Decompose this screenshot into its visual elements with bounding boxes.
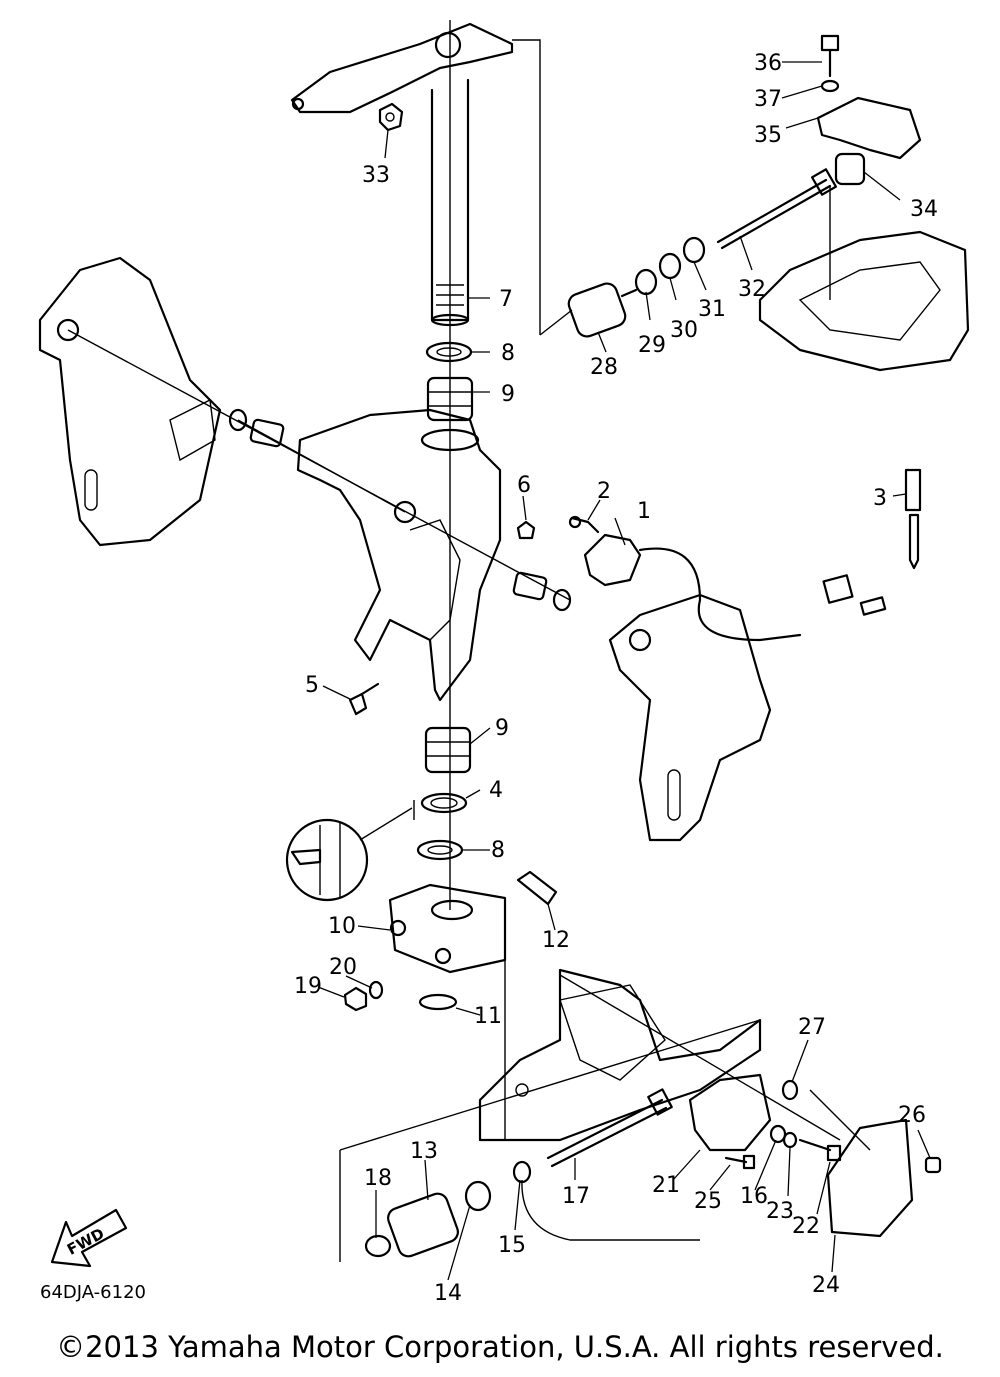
screw-26 xyxy=(924,1156,942,1174)
callout-35: 35 xyxy=(754,123,782,148)
washer-37 xyxy=(820,79,840,93)
callout-21: 21 xyxy=(652,1173,680,1198)
callout-1: 1 xyxy=(637,499,651,524)
callout-labels: 1 2 3 4 5 6 7 8 9 9 8 10 11 12 13 14 15 … xyxy=(294,51,938,1306)
bushing-9-lower xyxy=(424,726,472,774)
callout-27: 27 xyxy=(798,1015,826,1040)
callout-36: 36 xyxy=(754,51,782,76)
bolt-36 xyxy=(820,34,840,78)
lower-mount-bracket-21 xyxy=(688,1073,772,1152)
callout-28: 28 xyxy=(590,355,618,380)
callout-13: 13 xyxy=(410,1139,438,1164)
clamp-bracket-left xyxy=(38,256,222,547)
bolt-17 xyxy=(546,1088,673,1168)
callout-24: 24 xyxy=(812,1273,840,1298)
callout-23: 23 xyxy=(766,1199,794,1224)
callout-11: 11 xyxy=(474,1004,502,1029)
steering-arm xyxy=(290,22,514,114)
washer-20 xyxy=(368,980,384,1000)
trim-sensor xyxy=(583,533,887,642)
screw-2 xyxy=(568,515,600,534)
callout-33: 33 xyxy=(362,163,390,188)
nut-19 xyxy=(343,986,368,1012)
damper-34 xyxy=(834,152,866,186)
fwd-arrow-icon: FWD xyxy=(50,1208,128,1268)
callout-16: 16 xyxy=(740,1184,768,1209)
exhaust-guide xyxy=(478,968,762,1142)
fwd-label: FWD xyxy=(64,1224,107,1258)
callout-26: 26 xyxy=(898,1103,926,1128)
grease-nipple-6 xyxy=(516,520,536,540)
seal-detail-callout xyxy=(285,800,415,902)
callout-32: 32 xyxy=(738,277,766,302)
bolt-5 xyxy=(348,682,380,716)
bottom-cowling xyxy=(758,230,970,372)
assembly-guide-lines xyxy=(67,20,871,1262)
washer-31 xyxy=(682,236,706,264)
washer-23 xyxy=(782,1131,798,1149)
circlip-11 xyxy=(418,993,458,1011)
callout-14: 14 xyxy=(434,1281,462,1306)
callout-20: 20 xyxy=(329,955,357,980)
callout-18: 18 xyxy=(364,1166,392,1191)
bushing-right-pivot xyxy=(512,571,572,612)
washer-18 xyxy=(364,1234,392,1258)
nut-33 xyxy=(378,102,404,132)
washer-30 xyxy=(658,252,682,280)
upper-mount-cover-35 xyxy=(816,96,922,160)
grommet-27 xyxy=(781,1079,799,1101)
callout-29: 29 xyxy=(638,333,666,358)
cable-tie-3 xyxy=(904,468,922,570)
callout-4: 4 xyxy=(489,778,503,803)
swivel-bracket xyxy=(296,408,502,702)
washer-8-lower xyxy=(416,839,464,861)
washer-14 xyxy=(464,1180,492,1212)
callout-8-upper: 8 xyxy=(501,341,515,366)
copyright-notice: ©2013 Yamaha Motor Corporation, U.S.A. A… xyxy=(56,1330,944,1364)
lower-mount-housing-10 xyxy=(388,883,507,974)
callout-2: 2 xyxy=(597,479,611,504)
washer-8-upper xyxy=(425,341,473,363)
callout-19: 19 xyxy=(294,974,322,999)
plate-12 xyxy=(516,870,558,906)
callout-9-upper: 9 xyxy=(501,382,515,407)
callout-9-lower: 9 xyxy=(495,716,509,741)
callout-17: 17 xyxy=(562,1184,590,1209)
callout-34: 34 xyxy=(910,197,938,222)
washer-29 xyxy=(634,268,658,296)
callout-25: 25 xyxy=(694,1189,722,1214)
callout-3: 3 xyxy=(873,486,887,511)
callout-22: 22 xyxy=(792,1214,820,1239)
drawing-number: 64DJA-6120 xyxy=(40,1282,146,1303)
callout-37: 37 xyxy=(754,87,782,112)
callout-leaders xyxy=(317,61,931,1281)
oil-seal-4 xyxy=(420,792,468,814)
upper-mount-28 xyxy=(567,282,638,338)
cover-24 xyxy=(826,1118,914,1238)
callout-31: 31 xyxy=(698,297,726,322)
callout-8-lower: 8 xyxy=(491,838,505,863)
washer-16 xyxy=(769,1124,787,1144)
callout-15: 15 xyxy=(498,1233,526,1258)
callout-6: 6 xyxy=(517,473,531,498)
callout-10: 10 xyxy=(328,914,356,939)
ground-lead-15 xyxy=(512,1160,700,1241)
bolt-32 xyxy=(716,168,838,250)
callout-12: 12 xyxy=(542,928,570,953)
clamp-bracket-right xyxy=(608,593,772,842)
lower-mount-13 xyxy=(387,1192,459,1258)
callout-5: 5 xyxy=(305,673,319,698)
callout-30: 30 xyxy=(670,318,698,343)
bolt-22 xyxy=(798,1138,842,1162)
screw-25 xyxy=(724,1154,756,1170)
callout-7: 7 xyxy=(499,287,513,312)
